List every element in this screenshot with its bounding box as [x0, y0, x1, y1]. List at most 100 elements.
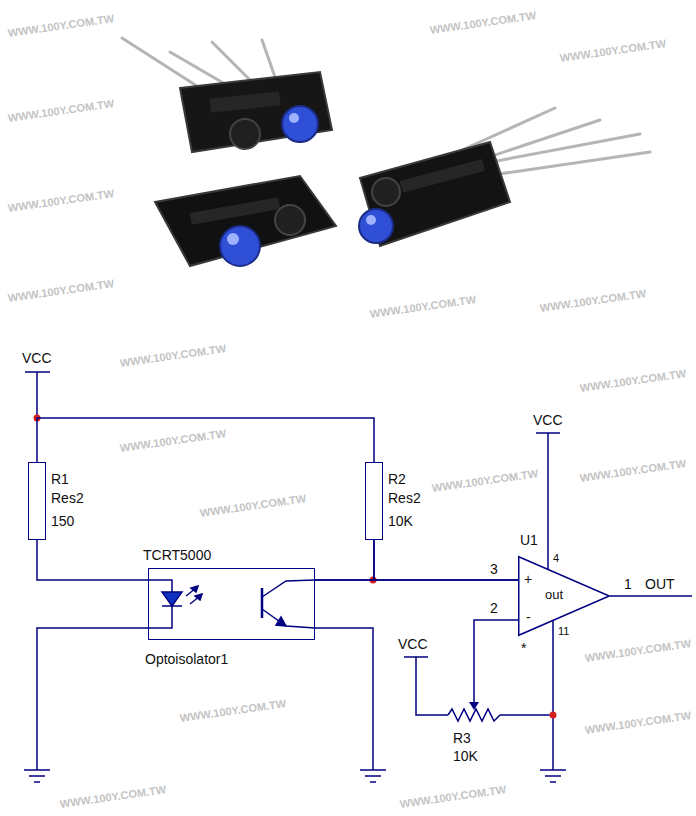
- opamp-outline: [519, 557, 610, 636]
- ground-symbol: [24, 770, 566, 782]
- sensor-leads: [212, 42, 250, 80]
- wire: [37, 418, 374, 462]
- wire: [474, 620, 518, 703]
- sensor-leads: [485, 152, 650, 176]
- ref-designator: Optoisolator1: [145, 651, 228, 667]
- wire: [36, 372, 38, 418]
- sensor-body: [275, 205, 305, 235]
- wire: [25, 372, 692, 770]
- pin-number: 11: [558, 623, 569, 639]
- sensor-body: [372, 178, 400, 206]
- ref-designator: R1: [51, 471, 69, 487]
- junction-dot: [550, 712, 557, 719]
- ground-symbol: [34, 781, 40, 783]
- pin-symbol: +: [524, 571, 532, 587]
- pin-function: out: [545, 587, 563, 603]
- ground-symbol: [24, 769, 50, 771]
- ref-designator: R2: [388, 471, 406, 487]
- watermark: WWW.100Y.COM.TW: [584, 707, 692, 738]
- potentiometer-symbol: [448, 702, 500, 721]
- watermark: WWW.100Y.COM.TW: [199, 490, 307, 521]
- sensor-body: [360, 142, 510, 246]
- sensor-body: [180, 72, 332, 152]
- ground-symbol: [545, 775, 561, 777]
- transistor-symbol: [262, 580, 315, 628]
- sensor-body: [230, 119, 260, 149]
- sensor-body: [359, 209, 393, 243]
- opamp-outline: [518, 556, 610, 636]
- watermark: WWW.100Y.COM.TW: [7, 95, 115, 126]
- watermark: WWW.100Y.COM.TW: [579, 365, 687, 396]
- supply-label: VCC: [398, 636, 428, 652]
- led-symbol: [148, 580, 202, 628]
- led-symbol: [148, 580, 172, 592]
- sensor-body: [400, 159, 485, 193]
- led-symbol: [162, 592, 182, 606]
- wire: [37, 540, 148, 580]
- pin-symbol: -: [526, 609, 531, 625]
- ground-symbol: [370, 781, 376, 783]
- led-symbol: [195, 594, 202, 600]
- resistor-symbol: R1Res2150: [28, 462, 46, 540]
- watermark: WWW.100Y.COM.TW: [119, 340, 227, 371]
- watermark: WWW.100Y.COM.TW: [7, 185, 115, 216]
- led-symbol: [148, 606, 172, 628]
- watermark: WWW.100Y.COM.TW: [7, 10, 115, 41]
- pin-number: 2: [490, 600, 498, 616]
- junction-dot: [34, 415, 557, 719]
- wire: [374, 540, 518, 580]
- sensor-body: [209, 91, 280, 112]
- supply-label: VCC: [22, 350, 52, 366]
- watermark: WWW.100Y.COM.TW: [539, 285, 647, 316]
- ref-designator: U1: [520, 532, 538, 548]
- wire: [547, 433, 549, 569]
- pin-number: 3: [490, 561, 498, 577]
- ground-symbol: [550, 781, 556, 783]
- transistor-symbol: [262, 580, 315, 597]
- wire: [500, 714, 553, 716]
- ground-symbol: [540, 769, 566, 771]
- watermark: WWW.100Y.COM.TW: [559, 35, 667, 66]
- watermark: WWW.100Y.COM.TW: [584, 635, 692, 666]
- led-symbol: [191, 586, 198, 592]
- sensor-body: [282, 106, 318, 142]
- part-type: Res2: [388, 490, 421, 506]
- sensor-body: [359, 142, 510, 246]
- watermark: WWW.100Y.COM.TW: [179, 695, 287, 726]
- watermark: WWW.100Y.COM.TW: [7, 275, 115, 306]
- part-value: 150: [51, 513, 74, 529]
- supply-label: VCC: [533, 412, 563, 428]
- watermark: WWW.100Y.COM.TW: [429, 7, 537, 38]
- wire: [416, 657, 448, 715]
- pin-number: 4: [553, 550, 559, 566]
- potentiometer-symbol: [448, 709, 500, 721]
- sensor-body: [220, 226, 260, 266]
- optoisolator-box: TCRT5000Optoisolator1: [148, 568, 315, 640]
- ground-symbol: [29, 775, 45, 777]
- sensor-body: [227, 233, 239, 245]
- wire: [315, 579, 518, 581]
- watermark: WWW.100Y.COM.TW: [59, 781, 167, 812]
- watermark: WWW.100Y.COM.TW: [119, 425, 227, 456]
- sensor-photo: [122, 38, 650, 266]
- part-value: 10K: [453, 748, 478, 764]
- part-type: Res2: [51, 490, 84, 506]
- wire: [37, 628, 148, 770]
- wire: [610, 595, 692, 597]
- watermark: WWW.100Y.COM.TW: [399, 781, 507, 812]
- wire: [315, 628, 373, 770]
- opamp-triangle: U1out: [518, 556, 610, 636]
- sensor-body: [155, 176, 336, 266]
- potentiometer-symbol: [469, 702, 479, 710]
- transistor-symbol: [261, 588, 264, 618]
- ground-symbol: [365, 775, 381, 777]
- sensor-body: [366, 215, 376, 225]
- transistor-symbol: [276, 617, 286, 626]
- transistor-symbol: [262, 609, 315, 628]
- signal-name: OUT: [645, 576, 675, 592]
- sensor-body: [190, 197, 281, 224]
- wire: [315, 540, 374, 580]
